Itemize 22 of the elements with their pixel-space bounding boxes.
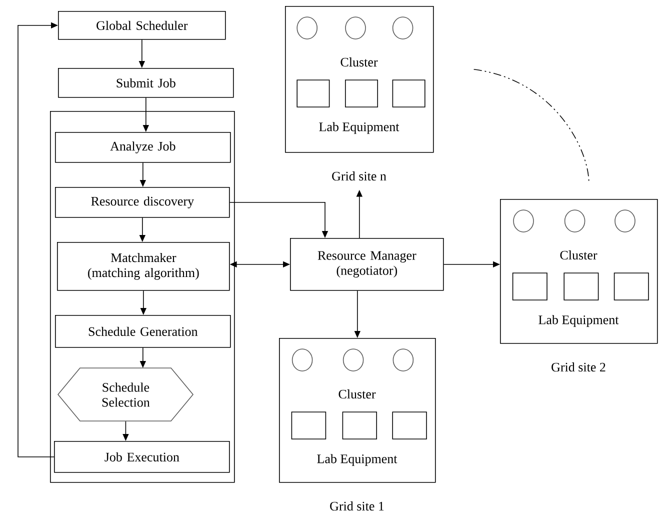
site-label: Cluster <box>560 250 598 260</box>
site-label: Cluster <box>340 57 378 67</box>
site-caption: Grid site n <box>332 171 386 181</box>
grid-site-box <box>279 338 436 483</box>
process-box: Resource Manager (negotiator) <box>290 238 444 291</box>
process-box: Analyze Job <box>55 132 231 163</box>
process-box: Matchmaker (matching algorithm) <box>57 242 230 291</box>
process-box: Schedule Generation <box>55 315 231 348</box>
process-box: Job Execution <box>54 440 230 473</box>
site-label: Cluster <box>338 389 376 399</box>
grid-site-box <box>285 6 434 153</box>
grid-site-box <box>500 198 658 344</box>
site-caption: Grid site 2 <box>552 362 606 372</box>
site-label: Lab Equipment <box>538 315 619 327</box>
decision-hexagon: Schedule Selection <box>58 368 194 422</box>
site-caption: Grid site 1 <box>330 501 384 511</box>
process-box: Submit Job <box>58 68 234 98</box>
process-box: Resource discovery <box>55 186 230 218</box>
container-box <box>50 111 235 483</box>
site-label: Lab Equipment <box>317 454 398 466</box>
process-box: Global Scheduler <box>58 11 226 40</box>
site-label: Lab Equipment <box>319 122 400 134</box>
